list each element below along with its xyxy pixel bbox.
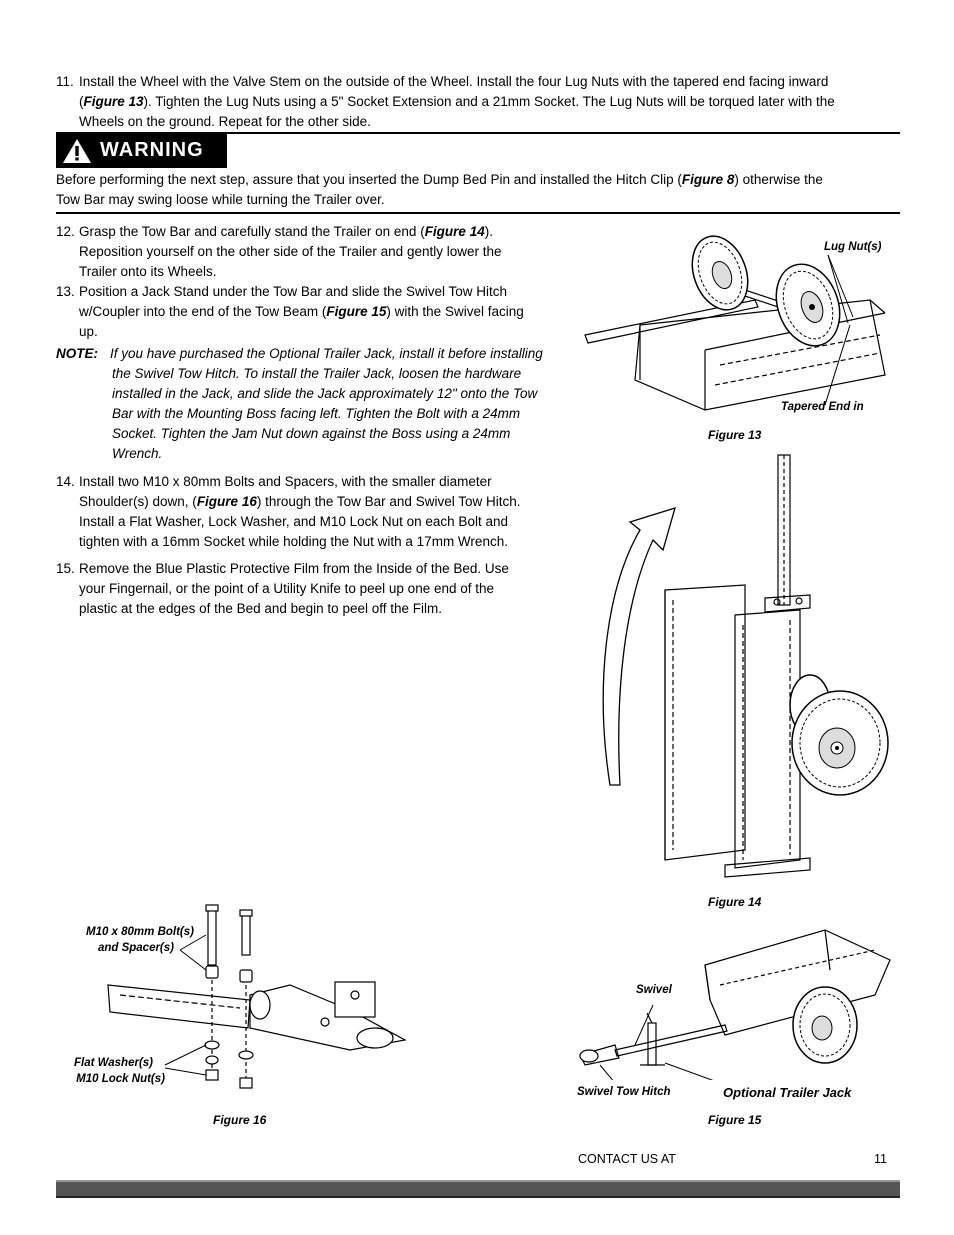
warning-banner: WARNING <box>56 134 227 168</box>
divider <box>56 132 900 134</box>
callout-tapered-end: Tapered End in <box>781 401 864 413</box>
callout-swivel: Swivel <box>636 984 672 996</box>
footer-contact: CONTACT US AT <box>578 1152 676 1166</box>
figure-16-caption: Figure 16 <box>213 1113 267 1127</box>
figure-13-illustration <box>584 235 886 411</box>
step-14: 14. Install two M10 x 80mm Bolts and Spa… <box>56 474 521 549</box>
rotate-arrow-icon <box>602 507 676 786</box>
figure-ref: Figure 14 <box>424 224 485 239</box>
warning-icon <box>63 139 91 163</box>
note-label: NOTE: <box>56 346 98 361</box>
callout-trailer-jack: Optional Trailer Jack <box>723 1085 852 1100</box>
figure-ref: Figure 8 <box>681 172 735 187</box>
wheel-front <box>791 690 889 796</box>
figure-15-caption: Figure 15 <box>708 1113 762 1127</box>
step-12: 12. Grasp the Tow Bar and carefully stan… <box>56 224 502 279</box>
figure-ref: Figure 16 <box>196 494 257 509</box>
figure-14-caption: Figure 14 <box>708 895 762 909</box>
step-13: 13. Position a Jack Stand under the Tow … <box>56 284 524 339</box>
figure-ref: Figure 15 <box>326 304 387 319</box>
callout-swivel-tow-hitch: Swivel Tow Hitch <box>577 1086 671 1098</box>
callout-washers-nuts: Flat Washer(s) M10 Lock Nut(s) <box>73 1057 165 1085</box>
step-11: 11. Install the Wheel with the Valve Ste… <box>56 72 906 132</box>
step-number: 11. <box>56 74 74 89</box>
figure-16-illustration <box>107 904 407 1089</box>
step-number: 13. <box>56 284 75 299</box>
callout-bolts: M10 x 80mm Bolt(s) and Spacer(s) <box>85 926 194 954</box>
wheel-left <box>691 235 749 311</box>
figure-14-illustration <box>602 454 889 878</box>
figure-15-illustration <box>579 929 891 1080</box>
wheel <box>792 986 858 1064</box>
warning-text: Before performing the next step, assure … <box>56 172 823 207</box>
figure-ref: Figure 13 <box>83 94 144 109</box>
figure-13-caption: Figure 13 <box>708 428 762 442</box>
step-number: 12. <box>56 224 75 239</box>
step-text: Install the Wheel with the Valve Stem on… <box>79 74 835 129</box>
warning-label: WARNING <box>100 139 204 161</box>
step-number: 14. <box>56 474 75 489</box>
callout-lug-nuts: Lug Nut(s) <box>824 241 882 253</box>
footer-bar <box>56 1180 900 1198</box>
step-number: 15. <box>56 561 75 576</box>
note: NOTE: If you have purchased the Optional… <box>56 346 543 461</box>
wheel-right <box>775 263 841 347</box>
page-number: 11 <box>874 1152 887 1166</box>
divider <box>56 212 900 214</box>
step-15: 15. Remove the Blue Plastic Protective F… <box>56 561 509 616</box>
